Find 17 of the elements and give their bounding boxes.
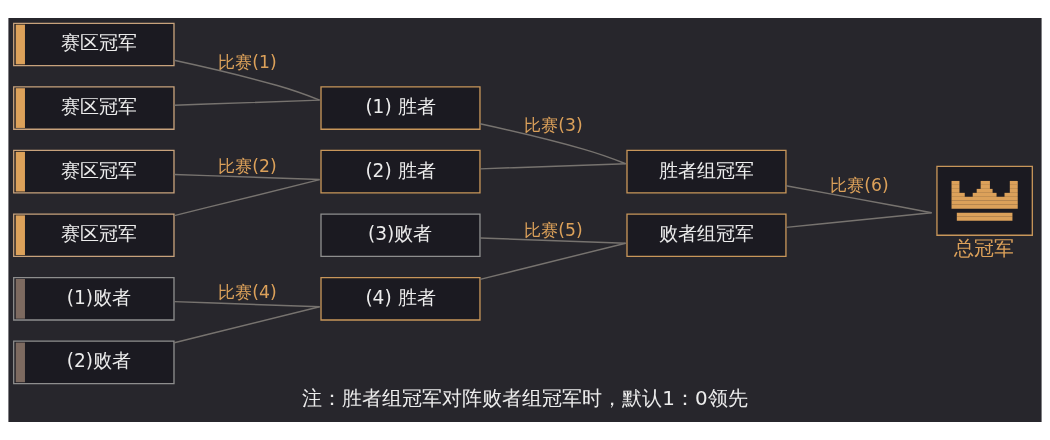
edge-label: 比赛(6) bbox=[830, 174, 889, 195]
connector bbox=[173, 178, 321, 217]
connector bbox=[479, 237, 627, 244]
caption: 注：胜者组冠军对阵败者组冠军时，默认1：0领先 bbox=[302, 386, 748, 410]
edge-label: 比赛(2) bbox=[218, 156, 277, 177]
edge-label: 比赛(4) bbox=[218, 282, 277, 303]
node-label: 总冠军 bbox=[954, 237, 1015, 261]
connector bbox=[479, 123, 627, 165]
edge-label: 比赛(3) bbox=[524, 115, 583, 136]
connector bbox=[479, 242, 627, 281]
edge-label: 比赛(1) bbox=[218, 51, 277, 72]
connector bbox=[479, 162, 627, 170]
connector bbox=[785, 212, 933, 229]
connector bbox=[173, 99, 321, 106]
connector bbox=[173, 306, 321, 344]
edge-label: 比赛(5) bbox=[524, 219, 583, 240]
connector bbox=[173, 300, 321, 308]
